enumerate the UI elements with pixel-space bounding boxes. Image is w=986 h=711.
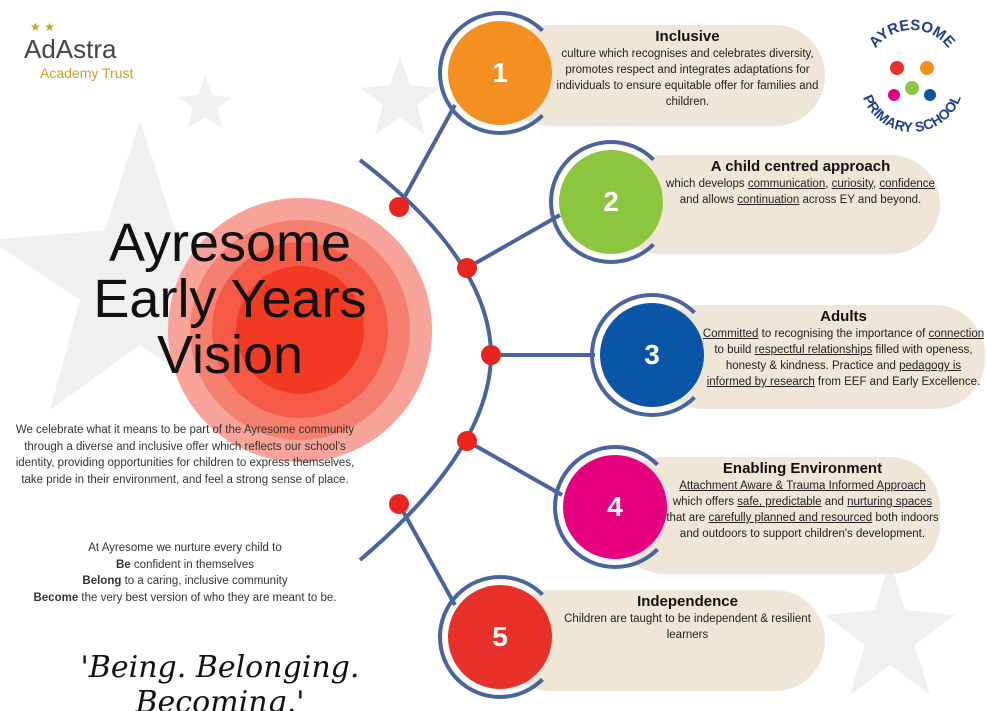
item-text: Children are taught to be independent & …	[564, 613, 811, 641]
item-ring	[590, 293, 714, 417]
item-number-badge: 2	[559, 150, 663, 254]
item-heading: Inclusive	[655, 28, 720, 45]
item-ring	[438, 575, 562, 699]
item-ring	[553, 445, 677, 569]
item-heading: A child centred approach	[710, 158, 891, 175]
item-text: culture which recognises and celebrates …	[556, 48, 819, 108]
intro-paragraph: We celebrate what it means to be part of…	[15, 424, 355, 486]
item-ring	[438, 11, 562, 135]
svg-text:AYRESOME: AYRESOME	[866, 17, 958, 51]
item-number-badge: 1	[448, 21, 552, 125]
connector-lines	[397, 104, 595, 606]
item-number-badge: 3	[600, 303, 704, 407]
nurture-statement: At Ayresome we nurture every child to Be…	[33, 542, 337, 604]
item-heading: Adults	[820, 308, 867, 325]
item-number-badge: 5	[448, 585, 552, 689]
item-number-badge: 4	[563, 455, 667, 559]
item-text: Committed to recognising the importance …	[702, 328, 985, 388]
svg-text:PRIMARY SCHOOL: PRIMARY SCHOOL	[860, 92, 964, 136]
vision-item-2: A child centred approach which develops c…	[611, 155, 940, 254]
adastra-logo: ★ ★ AdAstra Academy Trust	[24, 20, 134, 81]
red-target-circles	[168, 198, 432, 462]
logo-subtitle: Academy Trust	[40, 65, 134, 81]
item-heading: Enabling Environment	[722, 460, 883, 477]
ayresome-school-logo: AYRESOME PRIMARY SCHOOL	[852, 10, 972, 145]
logo-name: AdAstra	[24, 34, 117, 64]
item-text: which develops communication, curiosity,…	[666, 178, 935, 206]
item-text: Attachment Aware & Trauma Informed Appro…	[666, 480, 939, 540]
motto: 'Being. Belonging. Becoming.'	[80, 650, 360, 711]
item-ring	[549, 140, 673, 264]
connector-dots	[389, 197, 501, 514]
star-decorations	[0, 55, 955, 695]
item-heading: Independence	[637, 593, 738, 610]
